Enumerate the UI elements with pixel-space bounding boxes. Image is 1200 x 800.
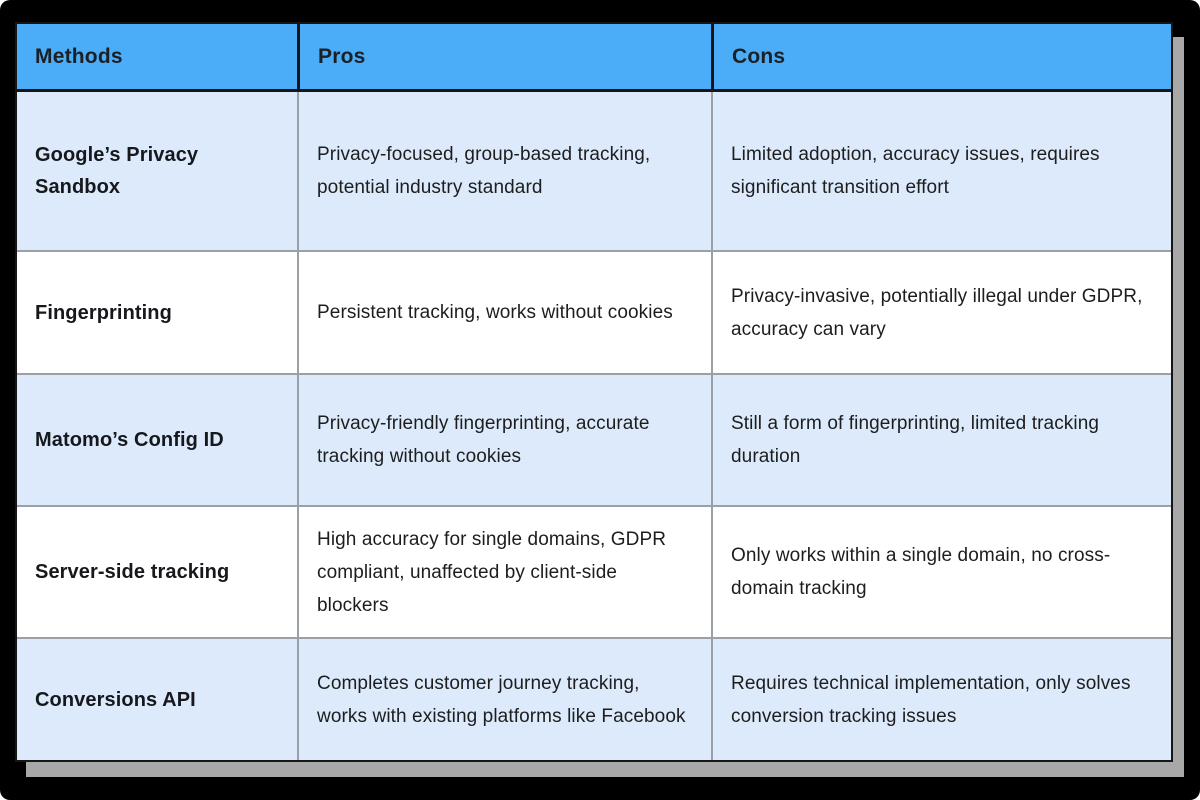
pros-cell: Persistent tracking, works without cooki… — [297, 250, 711, 373]
column-header-pros: Pros — [297, 24, 711, 92]
method-cell: Conversions API — [17, 637, 297, 760]
method-cell: Google’s Privacy Sandbox — [17, 92, 297, 250]
cons-cell: Only works within a single domain, no cr… — [711, 505, 1171, 637]
table-row: Matomo’s Config ID Privacy-friendly fing… — [17, 373, 1171, 505]
cons-cell: Privacy-invasive, potentially illegal un… — [711, 250, 1171, 373]
pros-cell: Privacy-focused, group-based tracking, p… — [297, 92, 711, 250]
table-row: Google’s Privacy Sandbox Privacy-focused… — [17, 92, 1171, 250]
cons-cell: Still a form of fingerprinting, limited … — [711, 373, 1171, 505]
method-cell: Fingerprinting — [17, 250, 297, 373]
method-cell: Server-side tracking — [17, 505, 297, 637]
table-row: Conversions API Completes customer journ… — [17, 637, 1171, 760]
comparison-table: Methods Pros Cons Google’s Privacy Sandb… — [15, 22, 1173, 762]
column-header-methods: Methods — [17, 24, 297, 92]
cons-cell: Limited adoption, accuracy issues, requi… — [711, 92, 1171, 250]
column-header-cons: Cons — [711, 24, 1171, 92]
cons-cell: Requires technical implementation, only … — [711, 637, 1171, 760]
table-row: Fingerprinting Persistent tracking, work… — [17, 250, 1171, 373]
pros-cell: Completes customer journey tracking, wor… — [297, 637, 711, 760]
method-cell: Matomo’s Config ID — [17, 373, 297, 505]
table-row: Server-side tracking High accuracy for s… — [17, 505, 1171, 637]
pros-cell: Privacy-friendly fingerprinting, accurat… — [297, 373, 711, 505]
pros-cell: High accuracy for single domains, GDPR c… — [297, 505, 711, 637]
table-header-row: Methods Pros Cons — [17, 24, 1171, 92]
